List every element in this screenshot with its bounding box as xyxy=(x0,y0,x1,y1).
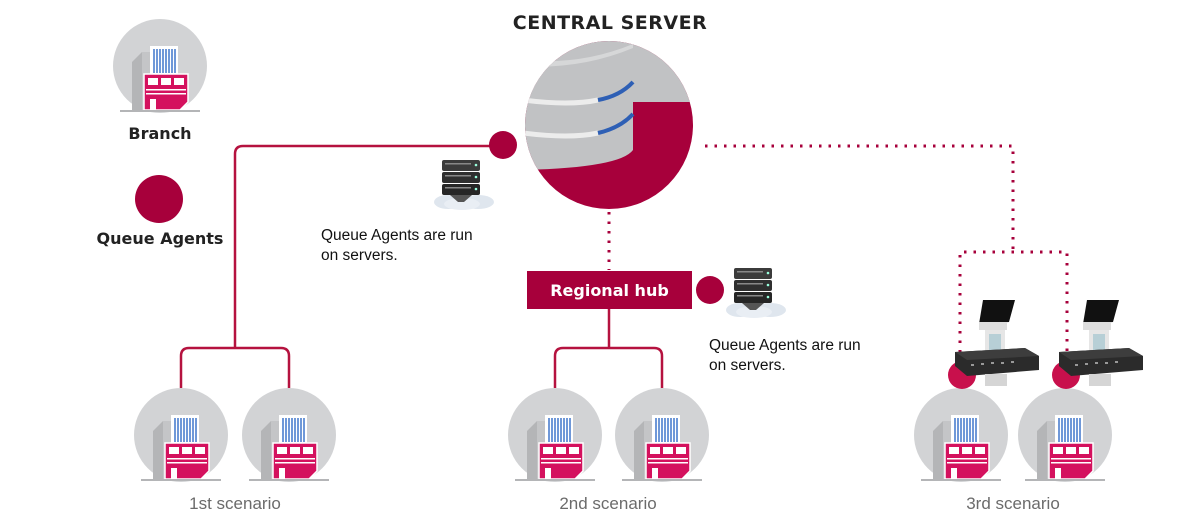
regional-hub-box: Regional hub xyxy=(527,271,692,309)
legend-agent-icon xyxy=(135,175,183,223)
server-note-1-line2: on servers. xyxy=(321,247,398,264)
scenario3-branch-2 xyxy=(1017,387,1113,483)
scenario-2-label: 2nd scenario xyxy=(559,494,657,513)
legend-agent-label: Queue Agents xyxy=(96,229,224,248)
legend-branch-label: Branch xyxy=(128,124,192,143)
kiosk-device-icon-1 xyxy=(955,300,1039,386)
connector-scenario2-split xyxy=(553,346,664,388)
central-server-title: CENTRAL SERVER xyxy=(512,12,708,34)
server-note-1: Queue Agents are run on servers. xyxy=(321,226,473,266)
server-note-2-line1: Queue Agents are run xyxy=(709,337,861,354)
connector-central-to-scenario3 xyxy=(705,144,1015,252)
server-rack-icon-2 xyxy=(726,268,786,318)
regional-hub-label: Regional hub xyxy=(550,280,669,300)
legend-branch-icon xyxy=(112,18,208,114)
server-note-1-line1: Queue Agents are run xyxy=(321,227,473,244)
central-server-icon xyxy=(525,41,693,209)
scenario1-branch-2 xyxy=(241,387,337,483)
scenario2-branch-2 xyxy=(614,387,710,483)
queue-agent-hub xyxy=(696,276,724,304)
scenario-1-label: 1st scenario xyxy=(189,494,281,513)
scenario3-branch-1 xyxy=(913,387,1009,483)
kiosk-device-icon-2 xyxy=(1059,300,1143,386)
scenario1-branch-1 xyxy=(133,387,229,483)
scenario-3-label: 3rd scenario xyxy=(966,494,1060,513)
server-rack-icon-1 xyxy=(434,160,494,210)
scenario2-branch-1 xyxy=(507,387,603,483)
queue-agent-central xyxy=(489,131,517,159)
server-note-2: Queue Agents are run on servers. xyxy=(709,336,861,376)
connector-scenario1-split xyxy=(179,346,291,388)
server-note-2-line2: on servers. xyxy=(709,357,786,374)
connector-scenario3-split xyxy=(958,250,1069,362)
connector-central-to-scenario1 xyxy=(233,144,490,348)
